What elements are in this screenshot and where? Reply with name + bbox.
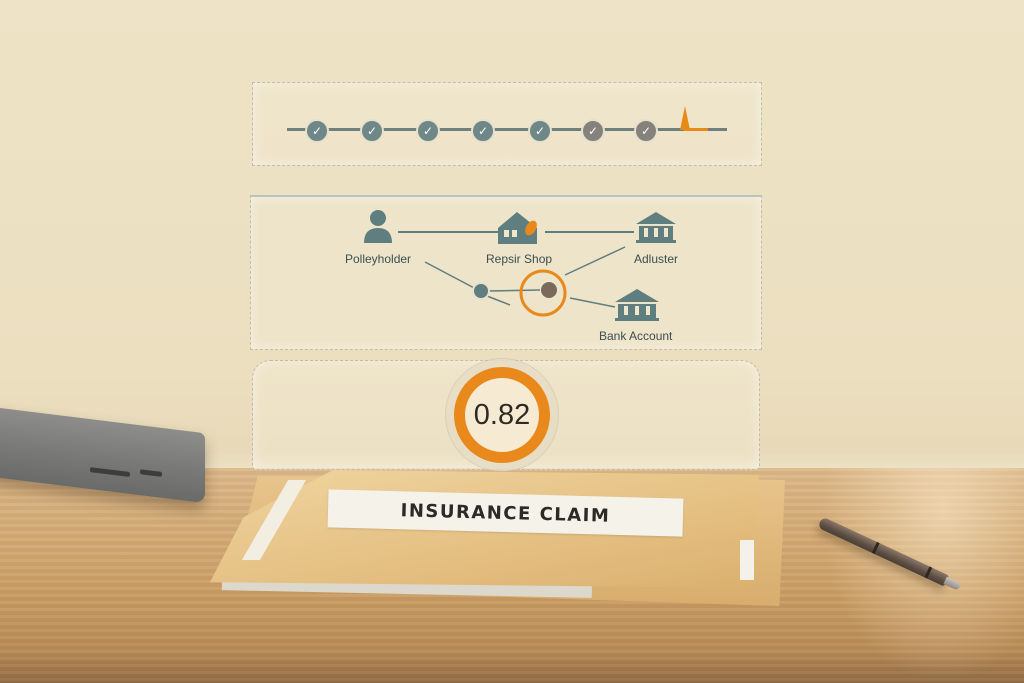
timeline-step-complete: ✓ bbox=[581, 119, 605, 143]
timeline-track bbox=[287, 128, 727, 131]
highlighted-link-node bbox=[519, 269, 567, 317]
check-icon: ✓ bbox=[422, 124, 434, 138]
repair-shop-icon bbox=[498, 212, 537, 244]
timeline-step-complete: ✓ bbox=[528, 119, 552, 143]
timeline-step-complete: ✓ bbox=[416, 119, 440, 143]
bank-building-icon bbox=[636, 212, 676, 243]
check-icon: ✓ bbox=[640, 124, 652, 138]
flagged-node bbox=[541, 282, 557, 298]
bank-building-icon bbox=[615, 289, 659, 321]
risk-score-value: 0.82 bbox=[473, 398, 531, 431]
timeline-step-complete: ✓ bbox=[471, 119, 495, 143]
timeline-step-complete: ✓ bbox=[634, 119, 658, 143]
insurance-claim-folder: INSURANCE CLAIM bbox=[210, 470, 790, 610]
check-icon: ✓ bbox=[366, 124, 378, 138]
risk-score-gauge: 0.82 bbox=[454, 367, 550, 463]
network-panel bbox=[250, 195, 762, 350]
timeline-step-complete: ✓ bbox=[360, 119, 384, 143]
alert-marker-icon bbox=[680, 106, 690, 130]
check-icon: ✓ bbox=[534, 124, 546, 138]
node-label-bank-account: Bank Account bbox=[599, 329, 673, 343]
timeline-current-segment bbox=[684, 128, 708, 131]
timeline-panel bbox=[252, 82, 762, 166]
timeline-step-complete: ✓ bbox=[305, 119, 329, 143]
folder-tab bbox=[740, 540, 754, 580]
check-icon: ✓ bbox=[311, 124, 323, 138]
node-label-repair-shop: Repsir Shop bbox=[486, 252, 553, 266]
risk-score-center: 0.82 bbox=[465, 378, 539, 452]
person-icon bbox=[364, 210, 392, 243]
node-label-adjuster: Adluster bbox=[634, 252, 679, 266]
link-node bbox=[472, 282, 490, 300]
node-label-policyholder: Polleyholder bbox=[345, 252, 412, 266]
check-icon: ✓ bbox=[587, 124, 599, 138]
check-icon: ✓ bbox=[477, 124, 489, 138]
